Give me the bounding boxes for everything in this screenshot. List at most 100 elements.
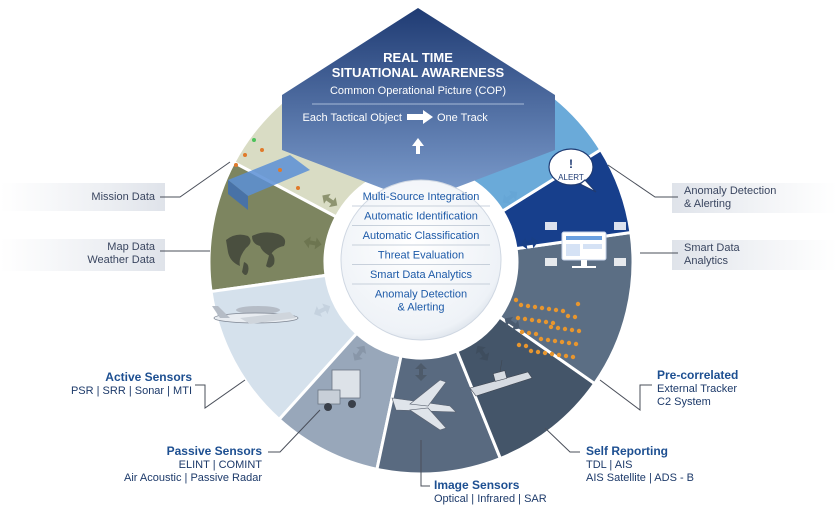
track-dot [546,306,552,312]
mission-label-bar [0,183,165,211]
track-dot [516,342,522,348]
core-analytics: Smart Data Analytics [370,269,473,281]
smart-data-line2: Analytics [684,255,729,267]
segment-self-reporting [455,314,597,461]
track-dot [548,324,554,330]
passive-leader [268,409,321,453]
map-data-line1: Map Data [107,241,155,253]
active-sensors-title: Active Sensors [105,370,192,384]
track-dot [550,320,556,326]
track-dot [570,354,576,360]
track-dot [563,353,569,359]
cop-banner: REAL TIME SITUATIONAL AWARENESS Common O… [282,8,555,202]
up-arrow-icon [412,138,424,154]
smart-data-label: Smart Data Analytics [684,242,824,268]
track-dot [515,315,521,321]
precor-leader [599,379,652,411]
double-arrow-icon [303,236,322,250]
track-dot [529,317,535,323]
track-dot [555,325,561,331]
map-label-bar [0,239,165,271]
smart-label-bar [672,240,837,270]
double-arrow-icon [475,345,490,361]
banner-title-line2: SITUATIONAL AWARENESS [332,65,505,80]
track-dot [532,304,538,310]
track-dot [533,331,539,337]
track-dot [572,314,578,320]
banner-flow-right: One Track [437,112,488,124]
track-dot [528,348,534,354]
leader-lines [160,161,678,487]
alert-text: ALERT [558,173,584,182]
analytics-monitor-picture [545,222,626,268]
core-multi-source: Multi-Source Integration [363,191,480,203]
track-dot [523,343,529,349]
core-anomaly-1: Anomaly Detection [375,289,467,301]
track-dot [526,330,532,336]
world-map-picture [226,232,286,275]
alert-exclamation: ! [569,157,573,171]
double-arrow-icon [314,303,331,317]
double-arrow-icon [520,236,539,250]
track-dot [553,307,559,313]
segment-pre-correlated [497,230,635,386]
double-arrow-icon [504,316,520,331]
self-reporting-detail2: AIS Satellite | ADS - B [586,472,695,484]
self-reporting-title: Self Reporting [586,444,669,458]
self-reporting-label: Self Reporting TDL | AIS AIS Satellite |… [586,444,746,485]
image-leader [420,440,430,487]
track-dot [525,303,531,309]
track-dot [543,319,549,325]
track-dot [576,328,582,334]
active-sensors-detail: PSR | SRR | Sonar | MTI [70,385,192,397]
pre-correlated-label: Pre-correlated External Tracker C2 Syste… [657,368,807,409]
anomaly-line1: Anomaly Detection [684,185,777,197]
core-threat: Threat Evaluation [378,250,464,262]
anomaly-label: Anomaly Detection & Alerting [684,185,824,211]
passive-sensors-label: Passive Sensors ELINT | COMINT Air Acous… [90,444,262,485]
awacs-aircraft-picture [212,306,299,324]
segment-pictures: ! ALERT [212,138,626,431]
active-leader [195,379,246,409]
track-dot [549,351,555,357]
mission-map-picture [228,138,310,210]
pre-correlated-detail1: External Tracker [657,383,738,395]
image-sensors-label: Image Sensors Optical | Infrared | SAR [434,478,614,506]
segment-smart-data [500,147,633,251]
self-leader [544,427,580,453]
core-identification: Automatic Identification [364,211,478,223]
track-dot [536,318,542,324]
track-dot [562,326,568,332]
warship-picture [469,359,533,397]
pre-correlated-detail2: C2 System [657,396,711,408]
anomaly-leader [607,164,678,198]
segment-image-sensors [375,349,503,476]
track-dot [519,329,525,335]
track-dot [566,340,572,346]
active-sensors-label: Active Sensors PSR | SRR | Sonar | MTI [40,370,192,398]
passive-sensors-detail1: ELINT | COMINT [178,459,262,471]
track-dot [575,301,581,307]
banner-subtitle: Common Operational Picture (COP) [330,85,506,97]
radar-trailer-picture [317,369,361,411]
track-dot [518,302,524,308]
track-dot [535,349,541,355]
image-sensors-title: Image Sensors [434,478,520,492]
pre-correlated-tracks-picture [513,297,582,360]
passive-sensors-title: Passive Sensors [166,444,262,458]
map-data-label: Map Data Weather Data [20,241,155,267]
banner-flow-left: Each Tactical Object [303,112,402,124]
mission-data-line1: Mission Data [91,191,155,203]
track-dot [522,316,528,322]
flow-arrow-icon [407,110,433,124]
double-arrow-icon [352,345,367,361]
track-dot [565,313,571,319]
connection-arrows [303,190,539,381]
track-dot [559,339,565,345]
uav-drone-picture [391,379,457,431]
banner-title-line1: REAL TIME [383,50,453,65]
core-classification: Automatic Classification [363,230,480,242]
mission-data-label: Mission Data [20,191,155,204]
